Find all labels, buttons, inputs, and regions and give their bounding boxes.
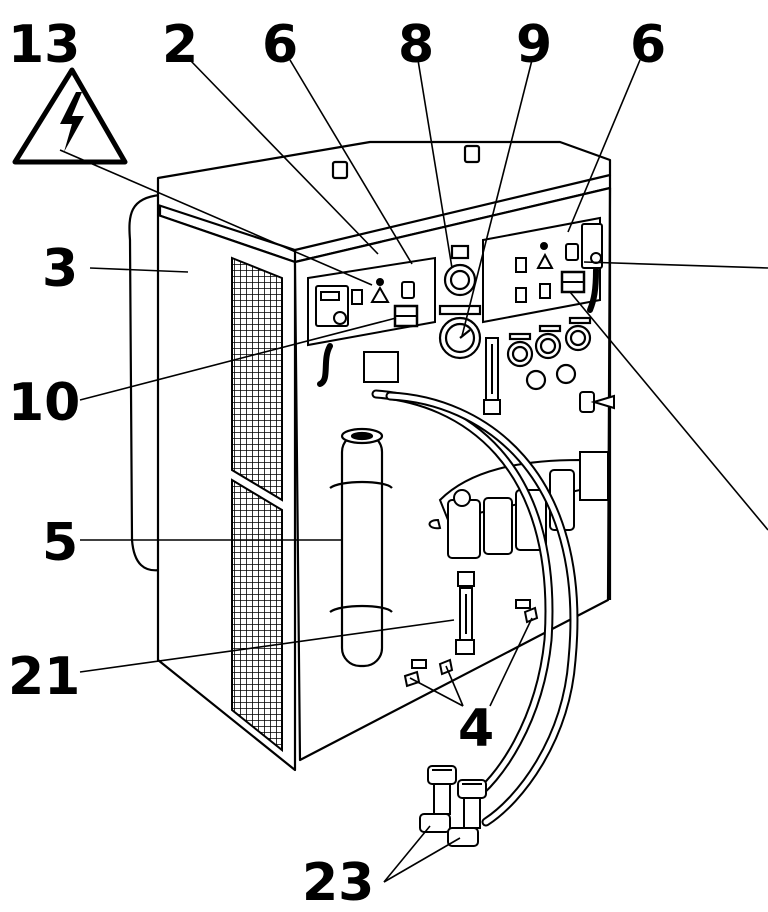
callout-3: 3 [42,239,78,299]
warning-triangle-small-left [370,285,390,303]
callout-2: 2 [162,15,198,75]
leader-lines [59,59,768,883]
cartridge-5 [329,427,393,668]
ventilation-grille [231,256,283,753]
filter-assembly [428,451,609,559]
callout-9: 9 [516,15,552,75]
junction-box [579,451,609,501]
callout-4: 4 [458,699,494,759]
callout-23: 23 [302,853,374,912]
warning-triangle-small-right [536,252,554,269]
knob-left [333,311,347,325]
control-panel-left [307,256,436,347]
cabinet-lid [156,140,612,252]
callout-8: 8 [398,15,434,75]
callout-10: 10 [8,373,80,433]
high-voltage-warning-icon [12,67,128,165]
gauges [438,244,592,391]
cylinder-valves-23 [419,765,487,847]
callout-5: 5 [42,513,78,573]
lid-fitting-left [331,160,349,180]
lid-fitting-right [463,144,481,164]
callout-13: 13 [8,15,80,75]
outlet-knob [579,391,615,413]
callout-21: 21 [8,647,80,707]
callout-6-right: 6 [630,15,666,75]
callout-6-left: 6 [262,15,298,75]
hoses [317,267,599,827]
flowmeter-upper [483,337,501,415]
label-plate [363,351,399,383]
flowmeter-21 [455,571,475,655]
control-panel-right [482,216,603,324]
